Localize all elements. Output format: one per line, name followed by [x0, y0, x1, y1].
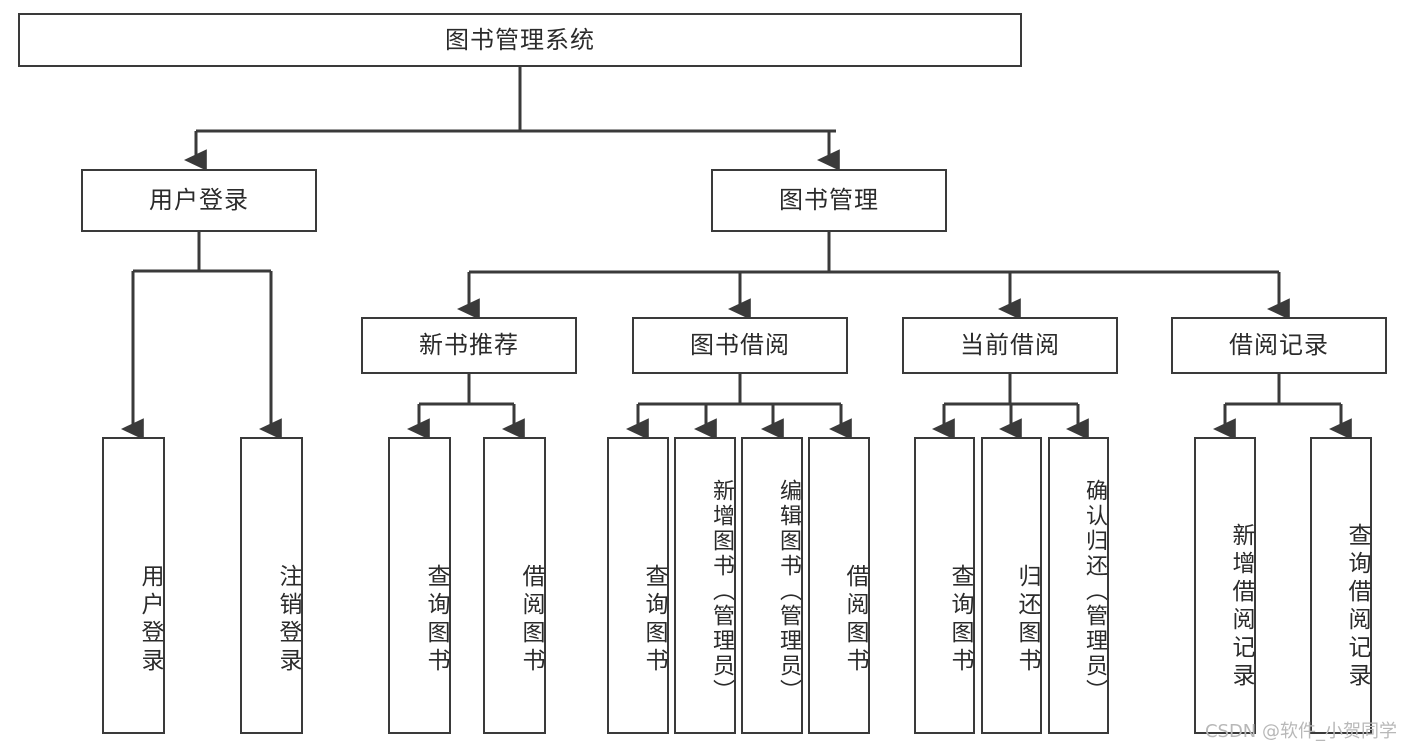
- node-label: 借阅图书: [842, 563, 868, 676]
- node-label: 用户登录: [137, 563, 163, 676]
- node-current-borrow[interactable]: 当前借阅: [902, 317, 1118, 374]
- leaf-query-book-current[interactable]: 查询图书: [914, 437, 975, 734]
- node-label: 图书借阅: [690, 331, 790, 360]
- node-label: 查询图书: [423, 563, 449, 676]
- node-label: 新增图书（管理员）: [709, 479, 734, 704]
- leaf-query-book-recommend[interactable]: 查询图书: [388, 437, 451, 734]
- node-root[interactable]: 图书管理系统: [18, 13, 1022, 67]
- leaf-borrow-book-recommend[interactable]: 借阅图书: [483, 437, 546, 734]
- leaf-borrow-book[interactable]: 借阅图书: [808, 437, 870, 734]
- node-label: 图书管理: [779, 186, 879, 215]
- leaf-add-borrow-record[interactable]: 新增借阅记录: [1194, 437, 1256, 734]
- node-label: 注销登录: [275, 563, 301, 676]
- node-label: 查询图书: [641, 563, 667, 676]
- node-label: 查询借阅记录: [1344, 523, 1370, 691]
- node-label: 借阅图书: [518, 563, 544, 676]
- leaf-logout[interactable]: 注销登录: [240, 437, 303, 734]
- leaf-add-book-admin[interactable]: 新增图书（管理员）: [674, 437, 736, 734]
- leaf-edit-book-admin[interactable]: 编辑图书（管理员）: [741, 437, 803, 734]
- node-label: 借阅记录: [1229, 331, 1329, 360]
- node-label: 确认归还（管理员）: [1082, 479, 1107, 704]
- node-label: 图书管理系统: [445, 25, 595, 54]
- node-new-book-recommend[interactable]: 新书推荐: [361, 317, 577, 374]
- node-label: 查询图书: [947, 563, 973, 676]
- leaf-confirm-return-admin[interactable]: 确认归还（管理员）: [1048, 437, 1109, 734]
- node-borrow-record[interactable]: 借阅记录: [1171, 317, 1387, 374]
- node-label: 编辑图书（管理员）: [776, 479, 801, 704]
- node-label: 新书推荐: [419, 331, 519, 360]
- leaf-query-borrow-record[interactable]: 查询借阅记录: [1310, 437, 1372, 734]
- node-book-borrow[interactable]: 图书借阅: [632, 317, 848, 374]
- leaf-query-book-borrow[interactable]: 查询图书: [607, 437, 669, 734]
- csdn-watermark: CSDN @软件_小贺同学: [1204, 721, 1397, 742]
- leaf-return-book[interactable]: 归还图书: [981, 437, 1042, 734]
- node-user-login[interactable]: 用户登录: [81, 169, 317, 232]
- node-label: 新增借阅记录: [1228, 523, 1254, 691]
- node-label: 当前借阅: [960, 331, 1060, 360]
- leaf-user-login[interactable]: 用户登录: [102, 437, 165, 734]
- node-label: 用户登录: [149, 186, 249, 215]
- node-book-management[interactable]: 图书管理: [711, 169, 947, 232]
- node-label: 归还图书: [1014, 563, 1040, 676]
